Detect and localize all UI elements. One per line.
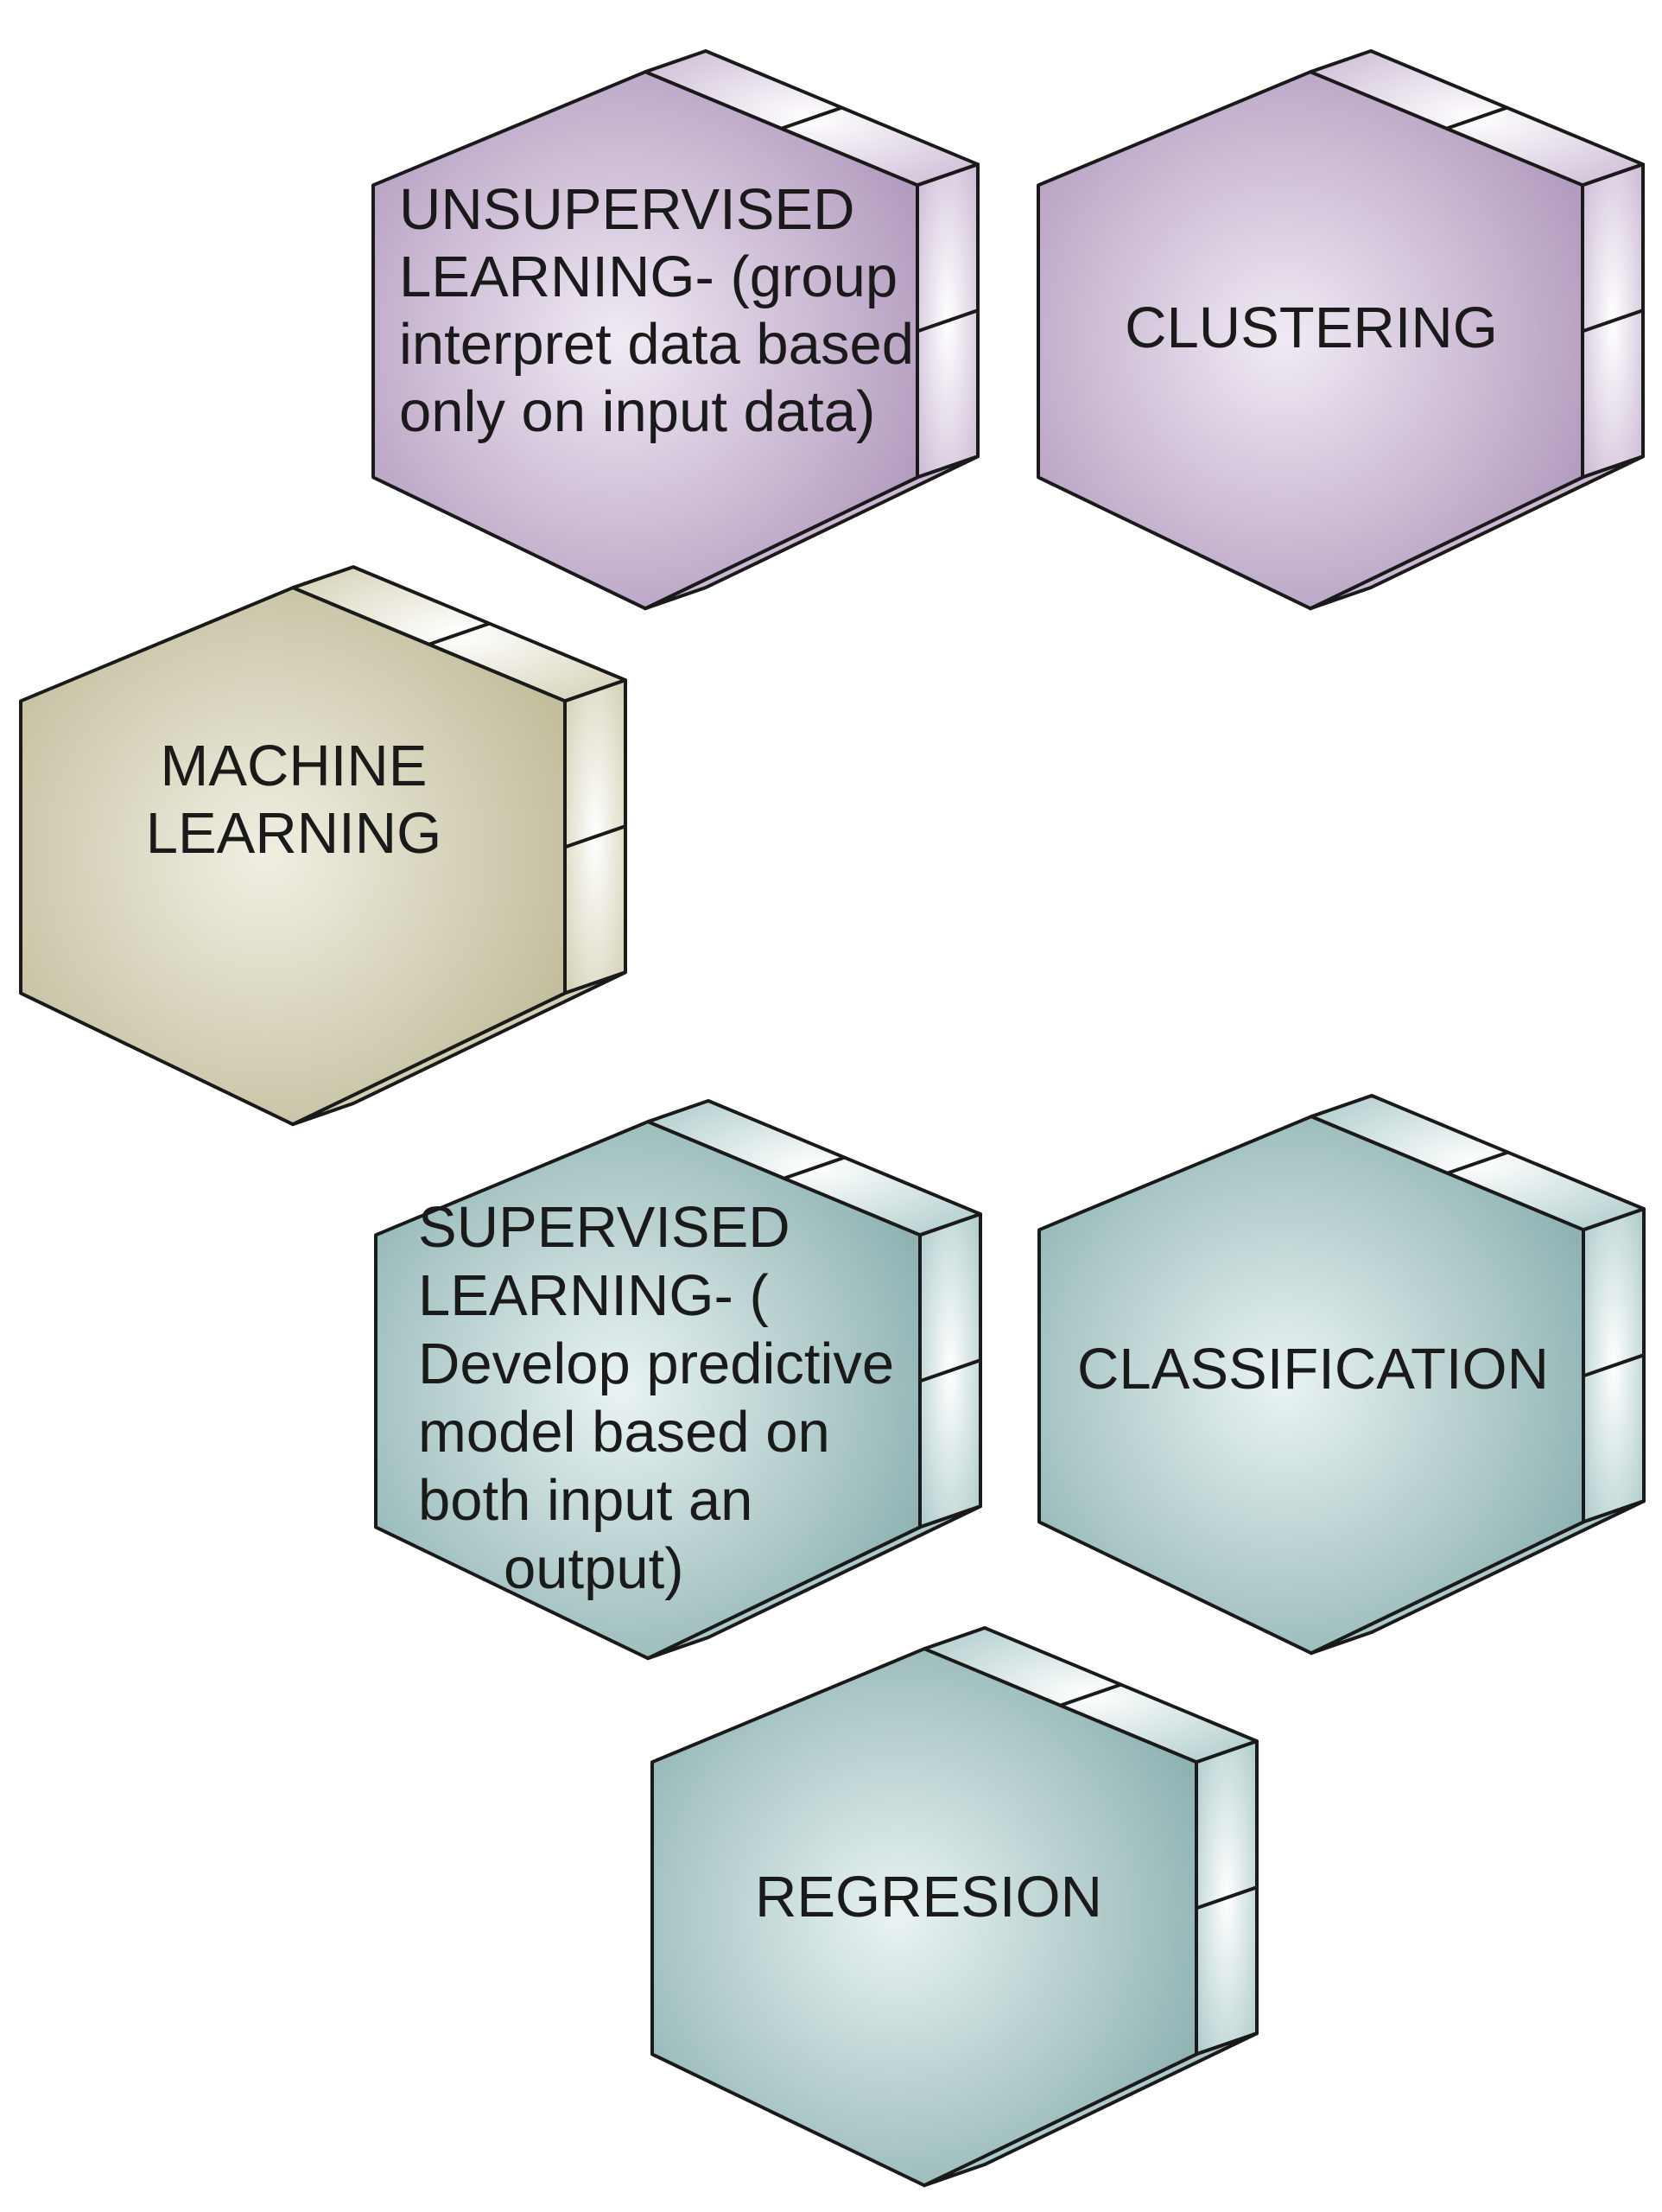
node-label-line: LEARNING- ( <box>418 1263 769 1328</box>
node-label-line: REGRESION <box>755 1865 1102 1929</box>
hexagon-node-regression: REGRESION <box>650 1626 1259 2188</box>
hexagon-divider <box>783 1155 846 1180</box>
node-label-line: UNSUPERVISED <box>399 177 854 242</box>
hexagon-front-face <box>374 1120 922 1661</box>
node-label-line: both input an <box>418 1468 752 1533</box>
node-label-clustering: CLUSTERING <box>1125 296 1498 360</box>
hexagon-front-face <box>1037 70 1584 611</box>
node-label-line: CLASSIFICATION <box>1077 1337 1549 1402</box>
hexagon-front-face <box>371 70 919 611</box>
hexagon-node-classification: CLASSIFICATION <box>1037 1094 1646 1656</box>
hexagon-front-face <box>1037 1115 1585 1656</box>
node-label-line: only on input data) <box>399 379 875 444</box>
hexagon-divider <box>1583 1353 1645 1378</box>
hexagon-divider <box>1196 1885 1258 1910</box>
node-label-line: CLUSTERING <box>1125 296 1498 360</box>
node-label-line: LEARNING- (group <box>399 245 898 309</box>
hexagon-divider <box>919 1358 981 1383</box>
node-label-line: Develop predictive <box>418 1332 894 1396</box>
node-label-classification: CLASSIFICATION <box>1077 1337 1549 1402</box>
hexagon-front-face <box>19 586 567 1127</box>
node-label-line: model based on <box>418 1400 830 1465</box>
hexagon-divider <box>917 308 979 334</box>
hexagon-divider <box>1059 1682 1122 1707</box>
hexagon-node-clustering: CLUSTERING <box>1037 49 1645 611</box>
hexagon-divider <box>1582 308 1644 334</box>
hexagon-divider <box>1446 1150 1509 1175</box>
node-label-line: output) <box>504 1536 684 1601</box>
node-label-regression: REGRESION <box>755 1865 1102 1929</box>
node-label-line: interpret data based <box>399 312 914 377</box>
hexagon-front-face <box>650 1647 1198 2188</box>
hexagon-divider <box>780 105 843 130</box>
hexagon-divider <box>564 824 626 849</box>
hexagon-divider <box>1445 105 1508 130</box>
node-label-line: LEARNING <box>146 801 442 866</box>
hexagon-divider <box>428 621 491 646</box>
node-label-line: SUPERVISED <box>418 1195 790 1260</box>
node-label-line: MACHINE <box>161 734 428 798</box>
